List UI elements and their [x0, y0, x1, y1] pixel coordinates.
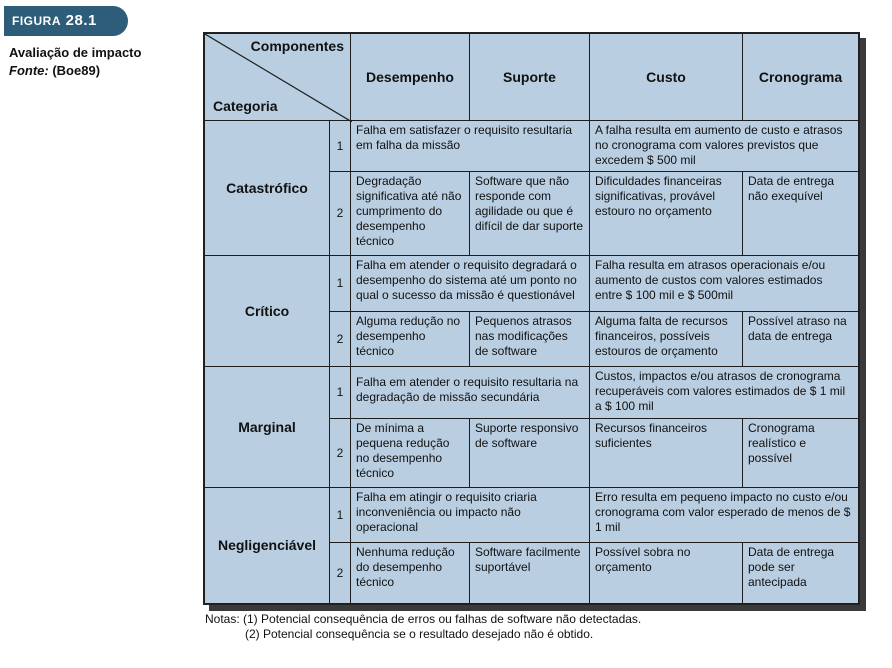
category-marginal: Marginal — [204, 366, 330, 488]
figure-source-label: Fonte: — [9, 63, 49, 78]
cell-performance: Alguma redução no desempenho técnico — [350, 311, 470, 367]
corner-diagonal — [205, 34, 352, 122]
corner-components-label: Componentes — [250, 38, 344, 54]
figure-source: Fonte: (Boe89) — [9, 62, 141, 80]
category-critico: Crítico — [204, 255, 330, 367]
cell-schedule: Data de entrega pode ser antecipada — [742, 542, 859, 604]
cell-schedule: Possível atraso na data de entrega — [742, 311, 859, 367]
table-corner: Componentes Categoria — [204, 33, 352, 122]
cell-cost-schedule: Falha resulta em atrasos operacionais e/… — [589, 255, 859, 312]
cell-schedule: Data de entrega não exequível — [742, 171, 859, 256]
table-notes: Notas: (1) Potencial consequência de err… — [205, 612, 641, 642]
cell-performance-support: Falha em atender o requisito resultaria … — [350, 366, 590, 419]
figure-title: Avaliação de impacto — [9, 45, 142, 60]
note-2: (2) Potencial consequência se o resultad… — [245, 627, 594, 641]
figure-source-value: (Boe89) — [52, 63, 101, 78]
figure-badge-word: Figura — [12, 14, 61, 28]
cell-performance-support: Falha em atingir o requisito criaria inc… — [350, 487, 590, 543]
cell-performance-support: Falha em satisfazer o requisito resultar… — [350, 120, 590, 172]
column-header-desempenho: Desempenho — [350, 33, 470, 121]
figure-badge: Figura 28.1 — [4, 6, 128, 36]
cell-cost-schedule: Erro resulta em pequeno impacto no custo… — [589, 487, 859, 543]
figure-caption: Avaliação de impacto Fonte: (Boe89) — [9, 44, 141, 80]
row-number: 2 — [329, 418, 351, 488]
cell-cost: Possível sobra no orçamento — [589, 542, 743, 604]
row-number: 2 — [329, 171, 351, 256]
cell-support: Pequenos atrasos nas modificações de sof… — [469, 311, 590, 367]
cell-support: Software facilmente suportável — [469, 542, 590, 604]
cell-performance: Nenhuma redução do desempenho técnico — [350, 542, 470, 604]
cell-cost-schedule: A falha resulta em aumento de custo e at… — [589, 120, 859, 172]
category-catastrofico: Catastrófico — [204, 120, 330, 256]
column-header-suporte: Suporte — [469, 33, 590, 121]
row-number: 1 — [329, 366, 351, 419]
cell-performance-support: Falha em atender o requisito degradará o… — [350, 255, 590, 312]
note-1: Notas: (1) Potencial consequência de err… — [205, 612, 642, 626]
row-number: 1 — [329, 120, 351, 172]
cell-cost: Dificuldades financeiras significativas,… — [589, 171, 743, 256]
column-header-custo: Custo — [589, 33, 743, 121]
cell-cost: Alguma falta de recursos financeiros, po… — [589, 311, 743, 367]
cell-support: Suporte responsivo de software — [469, 418, 590, 488]
row-number: 1 — [329, 487, 351, 543]
cell-schedule: Cronograma realístico e possível — [742, 418, 859, 488]
cell-performance: De mínima a pequena redução no desempenh… — [350, 418, 470, 488]
impact-table: Componentes Categoria Desempenho Suporte… — [203, 32, 860, 605]
cell-performance: Degradação significativa até não cumprim… — [350, 171, 470, 256]
column-header-cronograma: Cronograma — [742, 33, 859, 121]
row-number: 2 — [329, 542, 351, 604]
corner-category-label: Categoria — [213, 98, 278, 114]
cell-support: Software que não responde com agilidade … — [469, 171, 590, 256]
row-number: 2 — [329, 311, 351, 367]
row-number: 1 — [329, 255, 351, 312]
cell-cost-schedule: Custos, impactos e/ou atrasos de cronogr… — [589, 366, 859, 419]
cell-cost: Recursos financeiros suficientes — [589, 418, 743, 488]
figure-badge-number: 28.1 — [65, 12, 97, 29]
category-negligenciavel: Negligenciável — [204, 487, 330, 604]
